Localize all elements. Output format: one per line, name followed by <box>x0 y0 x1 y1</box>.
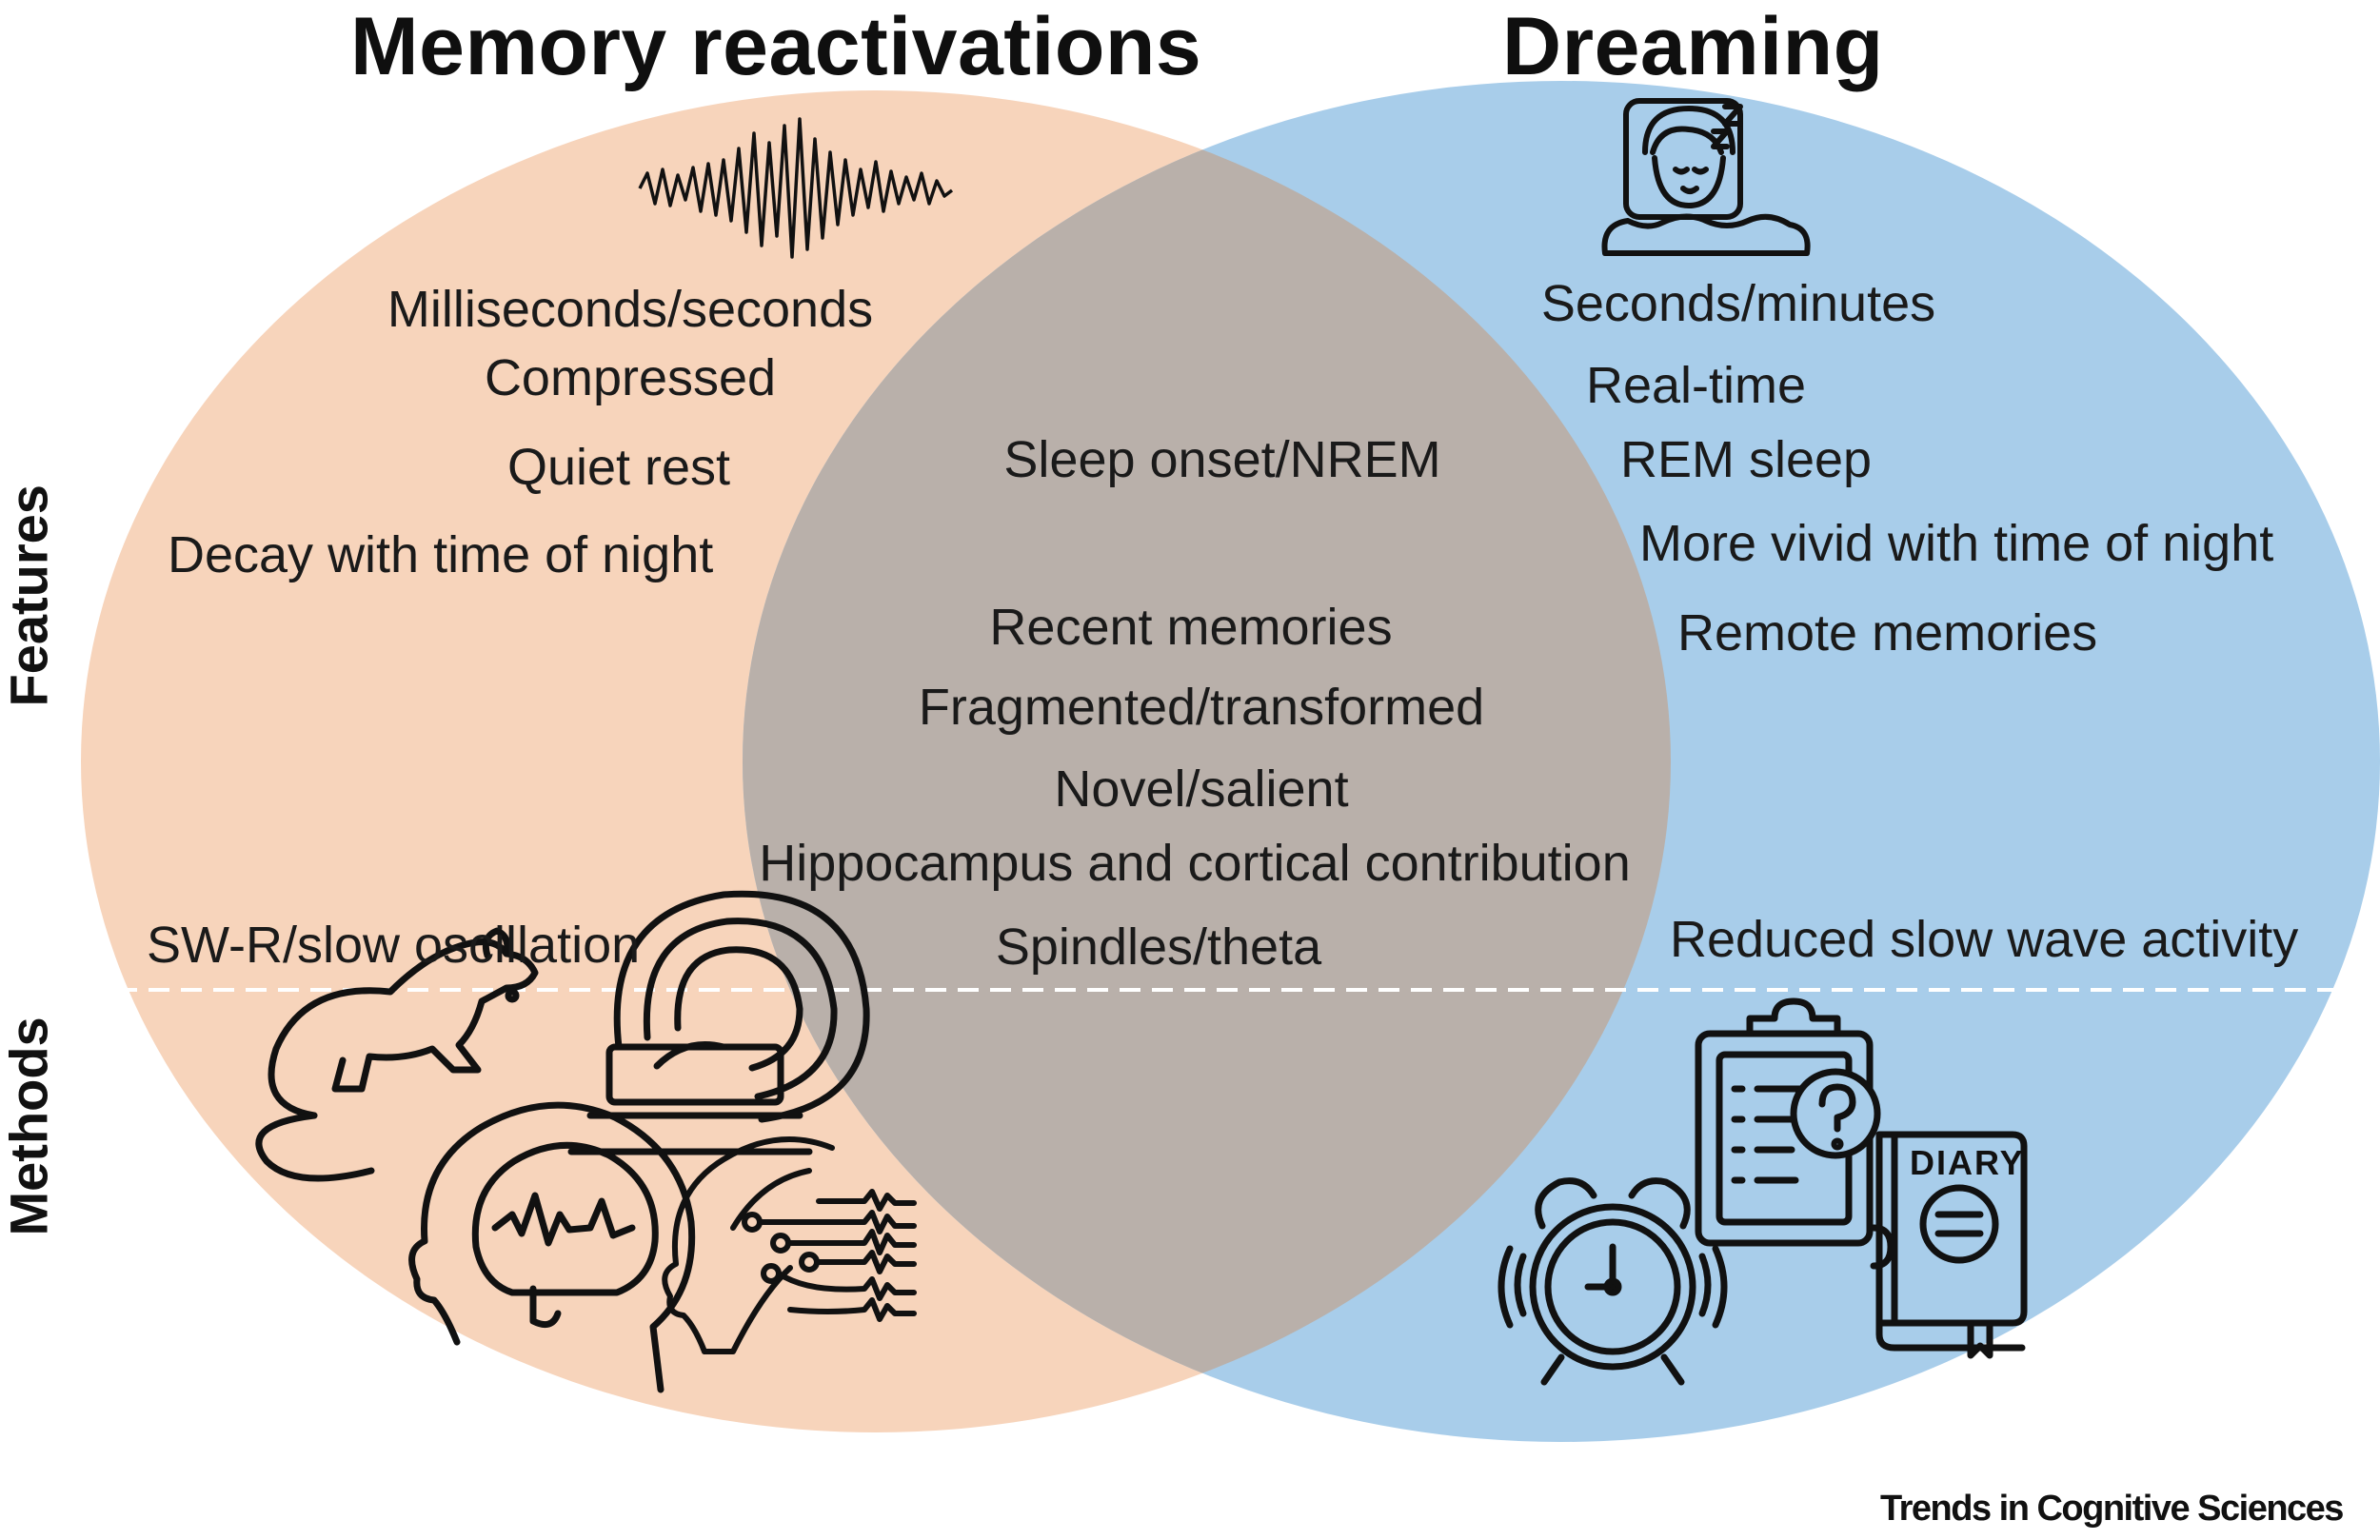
overlap-item-novel-salient: Novel/salient <box>1054 760 1349 818</box>
memory-item-decay: Decay with time of night <box>168 526 714 583</box>
overlap-region <box>743 90 1671 1432</box>
methods-axis-label: Methods <box>0 1017 59 1236</box>
dreaming-title: Dreaming <box>1502 1 1884 92</box>
overlap-item-recent-memories: Recent memories <box>989 599 1393 656</box>
sleeping-person-icon <box>1601 98 1811 256</box>
diary-book-icon <box>1870 1131 2028 1359</box>
features-axis-label: Features <box>0 484 59 707</box>
overlap-item-spindles: Spindles/theta <box>995 918 1322 976</box>
memory-item-sw-r: SW-R/slow oscillation <box>147 917 641 974</box>
memory-item-quiet-rest: Quiet rest <box>506 439 731 496</box>
dreaming-item-rem-sleep: REM sleep <box>1620 431 1873 488</box>
questionnaire-clipboard-icon <box>1695 997 1881 1247</box>
brain-head-icon <box>408 1101 696 1393</box>
overlap-item-sleep-onset: Sleep onset/NREM <box>1003 431 1441 488</box>
dreaming-item-seconds-minutes: Seconds/minutes <box>1540 275 1936 332</box>
diary-label: DIARY <box>1910 1143 2025 1182</box>
overlap-item-hippocampus: Hippocampus and cortical contribution <box>759 835 1631 892</box>
rat-icon <box>255 927 539 1182</box>
memory-reactivations-title: Memory reactivations <box>350 1 1202 92</box>
memory-item-compressed: Compressed <box>484 349 777 406</box>
brainwave-oscillation-icon <box>638 117 954 259</box>
dreaming-item-real-time: Real-time <box>1586 357 1807 414</box>
overlap-item-fragmented: Fragmented/transformed <box>918 679 1485 736</box>
dreaming-item-remote-memories: Remote memories <box>1677 604 2098 661</box>
mri-scanner-icon <box>567 890 870 1155</box>
alarm-clock-icon <box>1497 1177 1728 1386</box>
dreaming-item-reduced-swa: Reduced slow wave activity <box>1670 911 2299 968</box>
eeg-head-icon <box>662 1136 917 1354</box>
dreaming-item-more-vivid: More vivid with time of night <box>1639 515 2274 572</box>
memory-item-milliseconds: Milliseconds/seconds <box>387 281 874 338</box>
journal-credit: Trends in Cognitive Sciences <box>1880 1489 2344 1529</box>
